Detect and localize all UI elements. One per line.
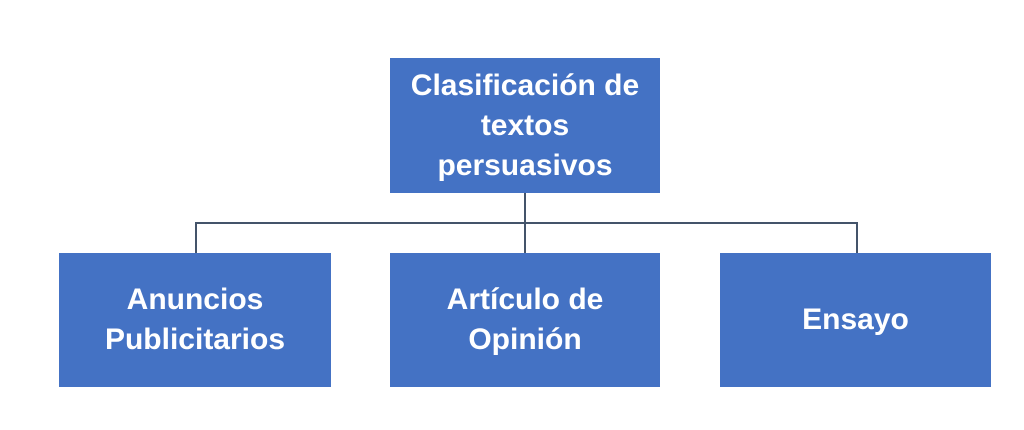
child-label-line-2: Opinión [468,323,582,356]
connector-to-ensayo [856,222,858,253]
connector-to-articulo [524,222,526,253]
child-node-articulo: Artículo de Opinión [390,253,660,387]
child-node-anuncios: Anuncios Publicitarios [59,253,331,387]
root-label-line-3: persuasivos [437,148,613,182]
child-label-line-1: Artículo de [446,283,604,316]
root-label-line-2: textos [480,108,570,142]
connector-to-anuncios [195,222,197,253]
connector-horizontal-bus [195,222,858,224]
child-label-line-2: Publicitarios [104,323,286,356]
connector-root-to-bus [524,193,526,223]
child-label-line-1: Ensayo [802,303,909,336]
root-label-line-1: Clasificación de [410,68,640,102]
child-node-ensayo: Ensayo [720,253,991,387]
child-label-line-1: Anuncios [126,283,264,316]
root-node-clasificacion: Clasificación de textos persuasivos [390,58,660,193]
